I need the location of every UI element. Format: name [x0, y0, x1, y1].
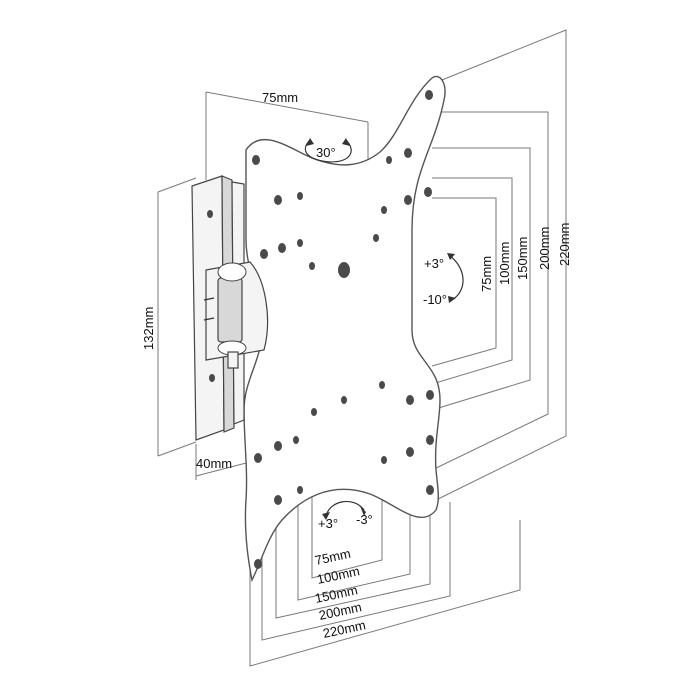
level-indicator: +3° -3°: [318, 500, 373, 531]
vesa-v-100-label: 100mm: [497, 242, 512, 285]
tilt-up-label: +3°: [424, 256, 444, 271]
vesa-v-220-label: 220mm: [557, 223, 572, 266]
bracket-height-label: 132mm: [141, 307, 156, 350]
vesa-v-75-label: 75mm: [479, 256, 494, 292]
wall-depth-label: 40mm: [196, 456, 232, 471]
vesa-v-200-label: 200mm: [537, 227, 552, 270]
wall-depth-dimension: 40mm: [195, 444, 251, 480]
bracket-width-label: 75mm: [262, 90, 298, 105]
level-right-label: -3°: [356, 512, 373, 527]
vesa-v-150-label: 150mm: [515, 237, 530, 280]
swivel-angle-label: 30°: [316, 145, 336, 160]
vesa-plate: [243, 75, 446, 583]
level-left-label: +3°: [318, 516, 338, 531]
vertical-vesa-dimensions: 75mm 100mm 150mm 200mm 220mm: [431, 29, 572, 503]
tilt-down-label: -10°: [423, 292, 447, 307]
vesa-h-75-label: 75mm: [314, 546, 352, 568]
bracket-width-dimension: 75mm: [205, 90, 369, 180]
wall-bracket: [191, 175, 269, 441]
bracket-height-dimension: 132mm: [141, 177, 197, 457]
plate-holes: [252, 90, 434, 569]
swivel-indicator: 30°: [304, 138, 352, 163]
tilt-indicator: +3° -10°: [423, 253, 464, 307]
